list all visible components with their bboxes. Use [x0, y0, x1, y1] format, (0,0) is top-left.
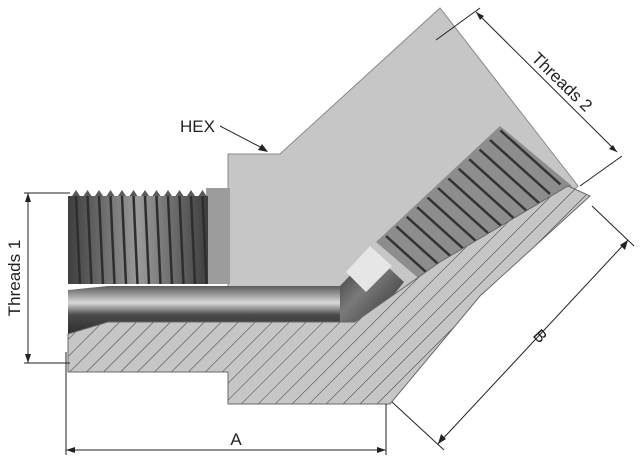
- threads1-region: [68, 190, 208, 285]
- dimension-threads1: Threads 1: [5, 192, 70, 364]
- thread1-crest: [74, 195, 82, 285]
- thread1-crest: [201, 195, 208, 285]
- thread1-crest: [155, 195, 162, 285]
- threads1-label: Threads 1: [5, 240, 24, 317]
- thread1-tooth: [175, 190, 184, 196]
- hex-label: HEX: [180, 117, 215, 136]
- thread1-tooth: [129, 190, 138, 196]
- threads2-label: Threads 2: [528, 49, 596, 116]
- thread2-crest: [478, 148, 541, 205]
- hex-callout: HEX: [180, 117, 268, 152]
- thread1-tooth: [164, 190, 172, 196]
- a-label: A: [230, 430, 242, 449]
- thread1-crest: [166, 195, 174, 285]
- thread2-crest: [468, 158, 531, 215]
- thread1-tooth: [83, 190, 92, 196]
- section-outline: [67, 185, 591, 405]
- thread1-crest: [97, 195, 105, 285]
- dimension-a: A: [65, 352, 387, 455]
- thread2-crest: [489, 139, 551, 195]
- thread1-neck: [206, 188, 230, 284]
- thread1-tooth: [72, 190, 80, 196]
- thread1-crest: [178, 195, 185, 285]
- thread1-crest: [109, 195, 116, 285]
- thread1-crest: [189, 195, 197, 285]
- thread1-tooth: [106, 190, 115, 196]
- thread2-crest: [499, 129, 562, 186]
- thread1-tooth: [118, 190, 126, 196]
- thread1-tooth: [95, 190, 103, 196]
- thread1-teeth: [72, 190, 208, 285]
- thread2-crest: [447, 177, 510, 234]
- thread1-crest: [120, 195, 128, 285]
- thread1-crest: [132, 195, 139, 285]
- thread2-crest: [457, 167, 520, 224]
- thread1-crest: [143, 195, 151, 285]
- b-label: B: [529, 326, 551, 347]
- thread1-tooth: [141, 190, 149, 196]
- thread1-tooth: [152, 190, 161, 196]
- thread1-tooth: [198, 190, 207, 196]
- bore-highlight: [346, 246, 392, 292]
- thread1-tooth: [187, 190, 195, 196]
- thread1-crest: [86, 195, 93, 285]
